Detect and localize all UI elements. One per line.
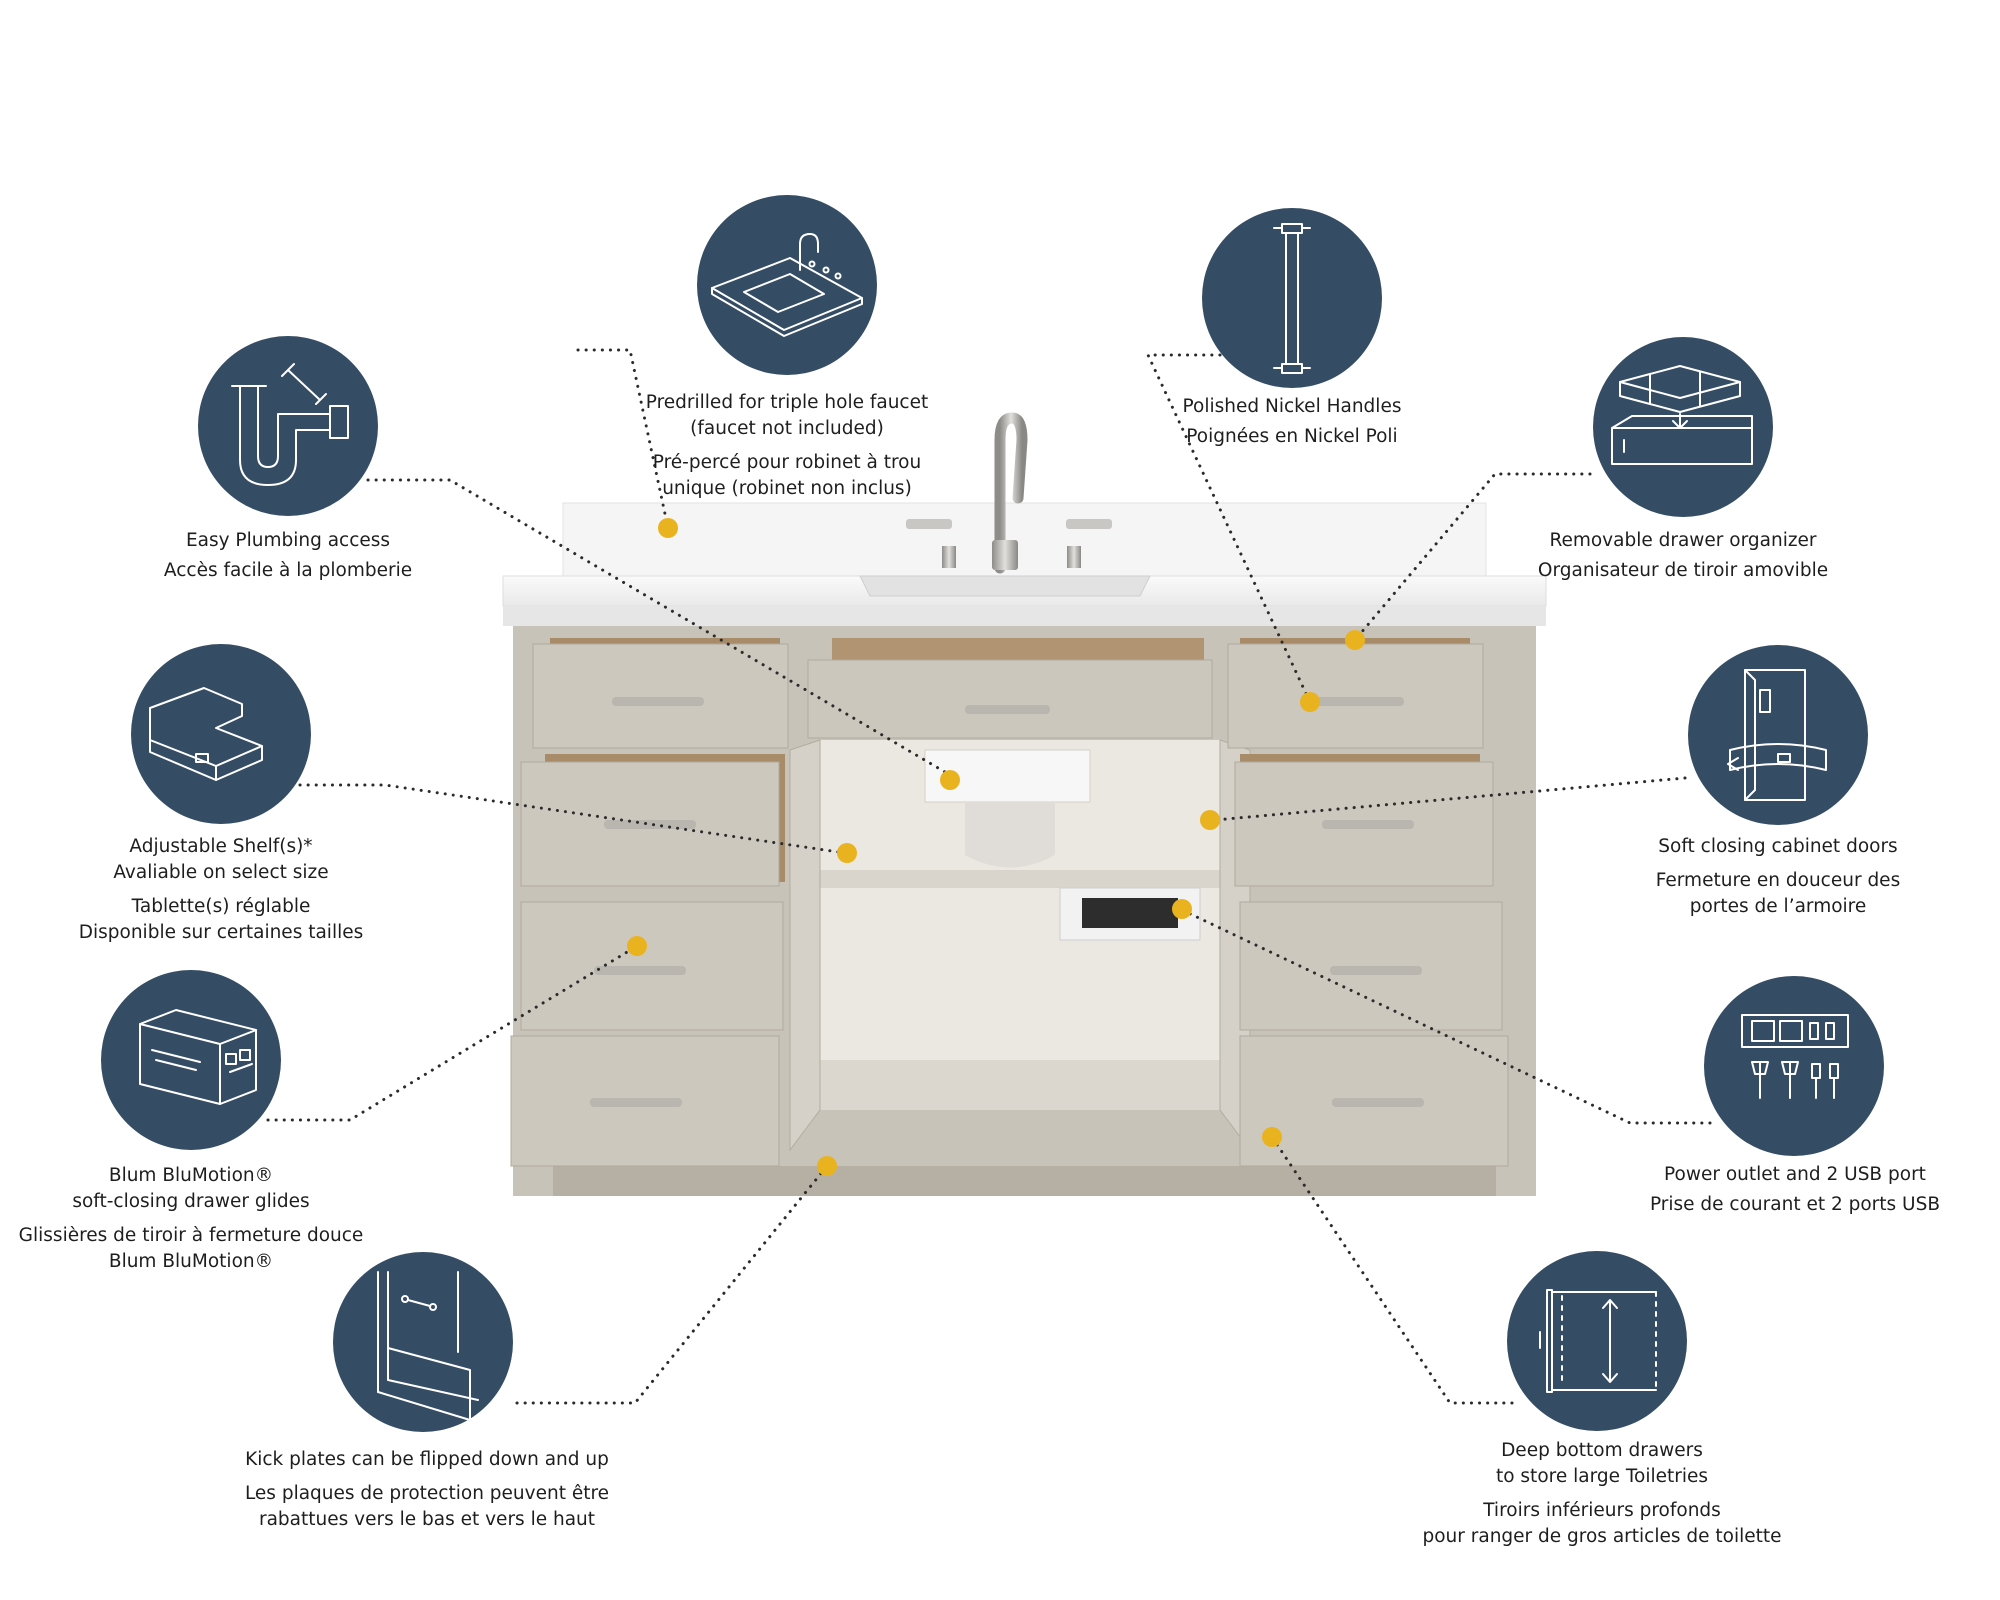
callout-line-faucet xyxy=(576,348,670,530)
feature-circle-glides xyxy=(101,970,281,1150)
callout-dot-shelf xyxy=(837,843,857,863)
caption-handles-fr: Poignées en Nickel Poli xyxy=(1186,426,1398,447)
left-drawers xyxy=(510,638,789,1167)
vanity-illustration xyxy=(502,412,1547,1196)
drain-pipe xyxy=(965,802,1055,868)
feature-circle-doors xyxy=(1688,645,1868,825)
top-center-drawer-handle xyxy=(965,705,1050,714)
power-outlet-usb-icon xyxy=(1741,1014,1849,1099)
callout-line-glides xyxy=(266,944,639,1122)
caption-organizer-fr: Organisateur de tiroir amovible xyxy=(1537,560,1829,581)
caption-power: Power outlet and 2 USB port Prise de cou… xyxy=(1620,1162,1970,1218)
callout-line-doors xyxy=(1213,776,1687,822)
callout-dot-plumbing xyxy=(940,770,960,790)
caption-handles-en: Polished Nickel Handles xyxy=(1182,396,1402,417)
top-center-drawer xyxy=(807,659,1213,739)
adjustable-shelf xyxy=(820,870,1220,888)
callout-dot-organizer xyxy=(1345,630,1365,650)
caption-deep-en: Deep bottom drawers to store large Toile… xyxy=(1495,1440,1709,1487)
callout-line-organizer xyxy=(1353,472,1592,642)
caption-glides-fr: Glissières de tiroir à fermeture douce B… xyxy=(18,1225,364,1272)
feature-circle-faucet xyxy=(697,195,877,375)
feature-circle-organizer xyxy=(1593,337,1773,517)
caption-kick: Kick plates can be flipped down and up L… xyxy=(227,1447,627,1533)
callout-line-handles xyxy=(1145,353,1312,704)
callout-lines xyxy=(266,348,1712,1405)
undermount-sink xyxy=(859,575,1151,597)
feature-circle-plumbing xyxy=(198,336,378,516)
backsplash xyxy=(562,502,1487,584)
faucet xyxy=(906,412,1112,574)
feature-circle-handles xyxy=(1202,208,1382,388)
caption-faucet-en: Predrilled for triple hole faucet (fauce… xyxy=(645,392,929,439)
feature-circle-power xyxy=(1704,976,1884,1156)
soft-close-door-icon xyxy=(1727,669,1827,801)
kick-plate-icon xyxy=(377,1271,479,1421)
caption-plumbing-fr: Accès facile à la plomberie xyxy=(163,560,413,581)
callout-dot-deep xyxy=(1262,1127,1282,1147)
deep-drawer-icon xyxy=(1539,1289,1657,1393)
cabinet-floor xyxy=(820,1060,1220,1110)
caption-organizer-en: Removable drawer organizer xyxy=(1549,530,1817,551)
caption-faucet: Predrilled for triple hole faucet (fauce… xyxy=(612,390,962,502)
caption-organizer: Removable drawer organizer Organisateur … xyxy=(1518,528,1848,584)
callout-line-deep xyxy=(1270,1135,1514,1405)
feature-circle-shelf xyxy=(131,644,311,824)
caption-kick-fr: Les plaques de protection peuvent être r… xyxy=(244,1483,610,1530)
callout-dot-doors xyxy=(1200,810,1220,830)
callout-line-plumbing xyxy=(366,478,952,777)
feature-circle-kick xyxy=(333,1252,513,1432)
caption-power-en: Power outlet and 2 USB port xyxy=(1664,1164,1926,1185)
caption-doors: Soft closing cabinet doors Fermeture en … xyxy=(1620,834,1936,920)
callout-dot-faucet xyxy=(658,518,678,538)
faucet-countertop-icon xyxy=(711,233,863,337)
caption-shelf-fr: Tablette(s) réglable Disponible sur cert… xyxy=(78,896,364,943)
pipe-wrench-icon xyxy=(231,363,349,486)
caption-glides: Blum BluMotion® soft-closing drawer glid… xyxy=(19,1163,364,1275)
caption-doors-fr: Fermeture en douceur des portes de l’arm… xyxy=(1655,870,1901,917)
caption-shelf-en: Adjustable Shelf(s)* Avaliable on select… xyxy=(113,836,329,883)
caption-kick-en: Kick plates can be flipped down and up xyxy=(245,1449,609,1470)
feature-circle-deep xyxy=(1507,1251,1687,1431)
caption-plumbing: Easy Plumbing access Accès facile à la p… xyxy=(138,528,438,584)
callout-line-kick xyxy=(515,1164,829,1405)
caption-deep-fr: Tiroirs inférieurs profonds pour ranger … xyxy=(1422,1500,1782,1547)
caption-glides-en: Blum BluMotion® soft-closing drawer glid… xyxy=(72,1165,310,1212)
bar-handle-icon xyxy=(1273,223,1311,374)
callout-dot-glides xyxy=(627,936,647,956)
drawer-organizer-icon xyxy=(1611,365,1753,465)
drawer-glide-icon xyxy=(139,1009,257,1105)
callout-dot-handles xyxy=(1300,692,1320,712)
caption-plumbing-en: Easy Plumbing access xyxy=(185,530,391,551)
callout-dot-kick xyxy=(817,1156,837,1176)
power-outlet xyxy=(1082,898,1178,928)
countertop-edge xyxy=(503,606,1546,626)
left-cabinet-door xyxy=(789,739,821,1152)
caption-doors-en: Soft closing cabinet doors xyxy=(1658,836,1898,857)
adjustable-shelf-icon xyxy=(149,687,263,781)
callout-line-power xyxy=(1178,907,1712,1125)
caption-shelf: Adjustable Shelf(s)* Avaliable on select… xyxy=(71,834,371,946)
caption-deep: Deep bottom drawers to store large Toile… xyxy=(1412,1438,1792,1550)
caption-power-fr: Prise de courant et 2 ports USB xyxy=(1649,1194,1941,1215)
callout-dot-power xyxy=(1172,899,1192,919)
callout-dots xyxy=(627,518,1365,1176)
right-drawers xyxy=(1227,638,1509,1167)
cabinet-base xyxy=(553,1166,1496,1196)
caption-faucet-fr: Pré-percé pour robinet à trou unique (ro… xyxy=(652,452,922,499)
caption-handles: Polished Nickel Handles Poignées en Nick… xyxy=(1147,394,1437,450)
